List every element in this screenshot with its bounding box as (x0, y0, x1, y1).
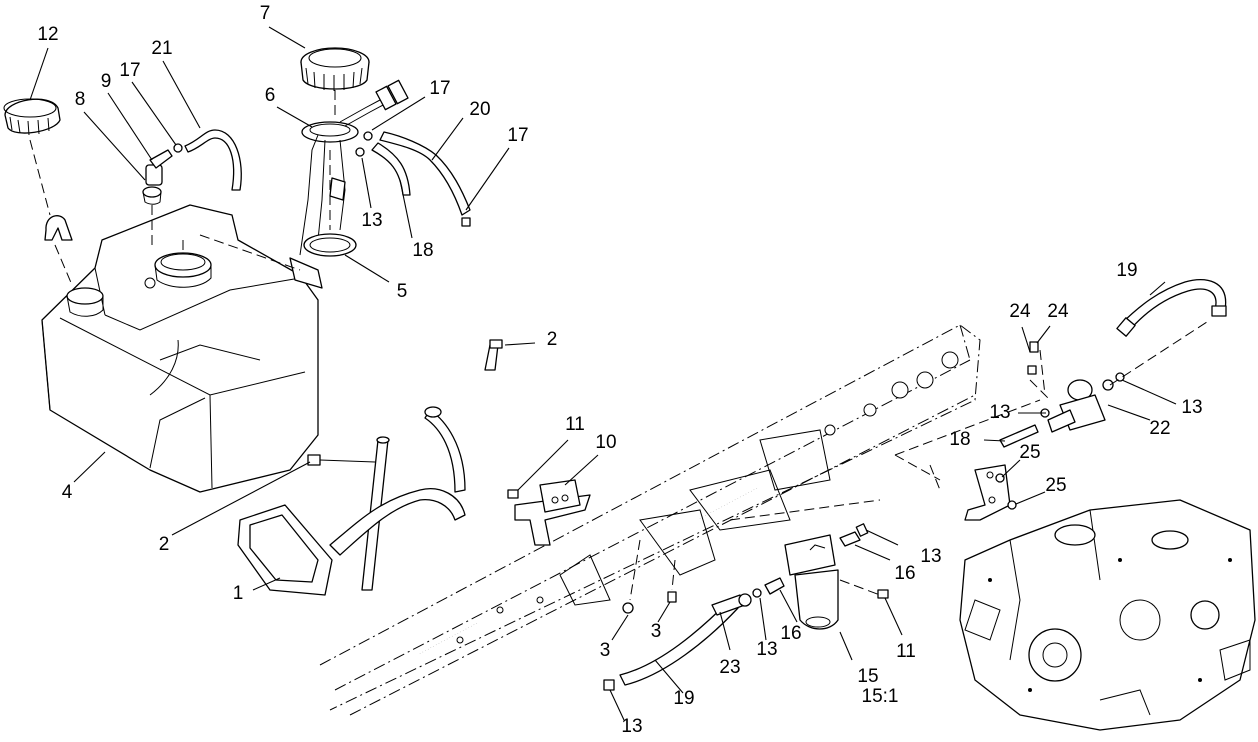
callout-19: 19 (673, 688, 694, 709)
callout-8: 8 (75, 89, 86, 110)
pump-nut-b (1007, 500, 1017, 510)
callout-3: 3 (600, 640, 611, 661)
callout-6: 6 (265, 85, 276, 106)
callout-23: 23 (719, 657, 740, 678)
clamp-hose-end (461, 217, 471, 227)
pump-short-hose (999, 424, 1039, 448)
supply-hose (379, 131, 471, 216)
hose-clamp-mid (752, 588, 762, 598)
callout-2: 2 (159, 534, 170, 555)
callout-labels: 1 2 2 3 3 4 5 6 7 8 9 10 11 11 12 13 13 … (37, 3, 1202, 737)
callout-16: 16 (780, 623, 801, 644)
callout-4: 4 (62, 482, 73, 503)
svg-text:· · · · · · · · · · · · · · ·: · · · · · · · · · · · · · · · · · · · · … (698, 485, 759, 521)
callout-24: 24 (1009, 301, 1031, 322)
clamp-pump-b (355, 147, 365, 157)
callout-25: 25 (1045, 475, 1066, 496)
bolt-b (307, 454, 376, 466)
filter-fitting-lower (764, 577, 785, 595)
callout-25: 25 (1019, 442, 1040, 463)
filter-mount-bracket (514, 479, 591, 546)
callout-17: 17 (119, 60, 140, 81)
svg-text:· · · · · · · · · · · · · · ·: · · · · · · · · · · · · · · · · · · · · … (418, 620, 479, 656)
hose-clamp-lower (603, 679, 615, 691)
clip-nut-a (622, 602, 634, 614)
callout-17: 17 (429, 78, 450, 99)
electric-fuel-pump (1047, 379, 1114, 433)
callout-24: 24 (1047, 301, 1069, 322)
return-hose (371, 142, 411, 196)
callout-11: 11 (896, 641, 916, 662)
callout-2: 2 (547, 329, 558, 350)
filter-bolt (877, 589, 889, 599)
callout-13: 13 (756, 639, 777, 660)
pump-gasket (303, 233, 357, 257)
callout-15-1: 15:1 (862, 686, 899, 707)
engine (959, 499, 1256, 731)
callout-20: 20 (469, 99, 490, 120)
callout-17: 17 (507, 125, 528, 146)
callout-13: 13 (621, 716, 642, 737)
check-valve (711, 593, 752, 616)
frame-rail: · · · · · · · · · · · · · · · · · · · · … (319, 324, 981, 716)
callout-5: 5 (397, 281, 408, 302)
clamp-pump-a (363, 131, 373, 141)
callout-11: 11 (565, 414, 585, 435)
pump-clamp-a (1115, 372, 1125, 382)
grommet (142, 186, 162, 205)
callout-3: 3 (651, 621, 662, 642)
callout-15: 15 (857, 666, 878, 687)
callout-12: 12 (37, 24, 58, 45)
callout-1: 1 (233, 583, 244, 604)
callout-22: 22 (1149, 418, 1170, 439)
fuel-line-tube (237, 406, 466, 596)
fuel-filter (784, 534, 839, 630)
pump-bolt-a (1027, 365, 1037, 375)
callout-16: 16 (894, 563, 915, 584)
pump-nut-a (995, 473, 1005, 483)
filter-fitting-upper (839, 523, 869, 547)
callout-18: 18 (949, 429, 970, 450)
bracket-bolt (507, 489, 519, 499)
callout-13: 13 (361, 210, 382, 231)
bolt-a (484, 339, 503, 371)
clip-nut-b (667, 591, 677, 603)
callout-19: 19 (1116, 260, 1137, 281)
callout-13: 13 (989, 402, 1010, 423)
callout-13: 13 (1181, 397, 1202, 418)
callout-9: 9 (101, 71, 112, 92)
callout-10: 10 (595, 432, 616, 453)
leader-lines (29, 26, 1177, 721)
callout-13: 13 (920, 546, 941, 567)
callout-7: 7 (260, 3, 271, 24)
pump-bracket (964, 464, 1011, 521)
vent-valve (145, 149, 173, 186)
callout-18: 18 (412, 240, 433, 261)
fuel-pump-sender (289, 79, 409, 289)
pump-outlet-hose (1116, 279, 1227, 337)
fuel-tank (41, 204, 319, 493)
vent-hose (184, 129, 242, 191)
cap-tether (44, 215, 73, 241)
vent-clamp (173, 143, 183, 153)
callout-21: 21 (151, 38, 172, 59)
fuel-cap (3, 98, 61, 136)
pump-bolt-b (1029, 341, 1039, 353)
lock-ring (300, 47, 370, 91)
